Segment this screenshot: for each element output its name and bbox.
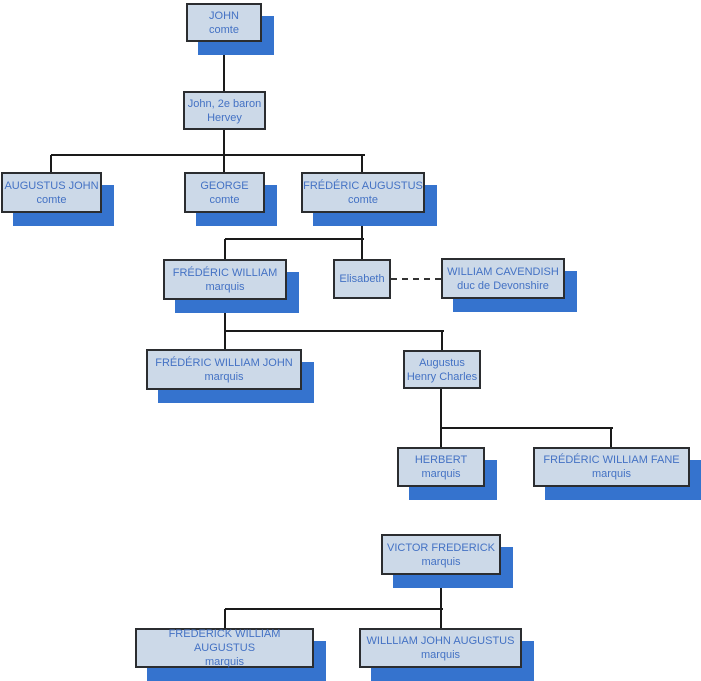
node-elisabeth[interactable]: Elisabeth [333, 259, 391, 299]
node-title: Henry Charles [406, 370, 478, 383]
connector-line [610, 428, 612, 449]
connector-line [361, 213, 363, 261]
node-title: marquis [420, 649, 461, 661]
node-title: comte [36, 193, 67, 206]
connector-line [51, 154, 365, 156]
node-name: FRÉDÉRIC WILLIAM JOHN [155, 356, 293, 369]
connector-line [440, 609, 442, 630]
node-title: comte [209, 193, 240, 206]
node-title: duc de Devonshire [457, 279, 549, 292]
marriage-dashed-line [391, 278, 441, 280]
node-name: WILLIAM CAVENDISH [447, 265, 559, 278]
node-name: Elisabeth [339, 273, 385, 285]
connector-line [440, 389, 442, 449]
node-name: GEORGE [200, 179, 249, 192]
connector-line [225, 608, 443, 610]
connector-line [223, 42, 225, 93]
node-name: FRÉDÉRIC WILLIAM [172, 266, 278, 279]
node-title: marquis [205, 280, 245, 293]
connector-line [224, 609, 226, 630]
connector-line [225, 330, 444, 332]
node-name: FREDERICK WILLIAM AUGUSTUS [168, 628, 281, 654]
node-title: marquis [204, 656, 245, 668]
node-name: FRÉDÉRIC AUGUSTUS [303, 179, 423, 192]
node-frederick-william-augustus[interactable]: FREDERICK WILLIAM AUGUSTUS marquis [135, 628, 314, 668]
connector-line [441, 331, 443, 352]
connector-line [225, 238, 364, 240]
connector-line [224, 239, 226, 261]
node-herbert[interactable]: HERBERT marquis [397, 447, 485, 487]
connector-line [223, 155, 225, 174]
node-name: HERBERT [414, 454, 468, 466]
node-title: marquis [421, 468, 461, 480]
node-name: JOHN [209, 9, 239, 22]
connector-line [50, 155, 52, 174]
node-title: comte [348, 193, 378, 206]
node-name: Augustus [419, 356, 465, 369]
connector-line [440, 575, 442, 611]
node-name: WILLLIAM JOHN AUGUSTUS [366, 635, 515, 647]
node-name: AUGUSTUS JOHN [4, 179, 99, 192]
node-title: Hervey [207, 111, 242, 124]
connector-line [441, 427, 613, 429]
node-title: marquis [591, 468, 632, 480]
node-frederic-william-fane[interactable]: FRÉDÉRIC WILLIAM FANE marquis [533, 447, 690, 487]
node-willliam-john-augustus[interactable]: WILLLIAM JOHN AUGUSTUS marquis [359, 628, 522, 668]
connector-line [224, 300, 226, 351]
node-title: marquis [204, 370, 244, 383]
node-name: John, 2e baron [187, 97, 262, 110]
node-name: FRÉDÉRIC WILLIAM FANE [543, 454, 680, 466]
node-name: VICTOR FREDERICK [387, 541, 495, 554]
connector-line [361, 155, 363, 174]
connector-line [223, 130, 225, 158]
node-title: comte [209, 23, 239, 36]
node-title: marquis [421, 555, 461, 568]
